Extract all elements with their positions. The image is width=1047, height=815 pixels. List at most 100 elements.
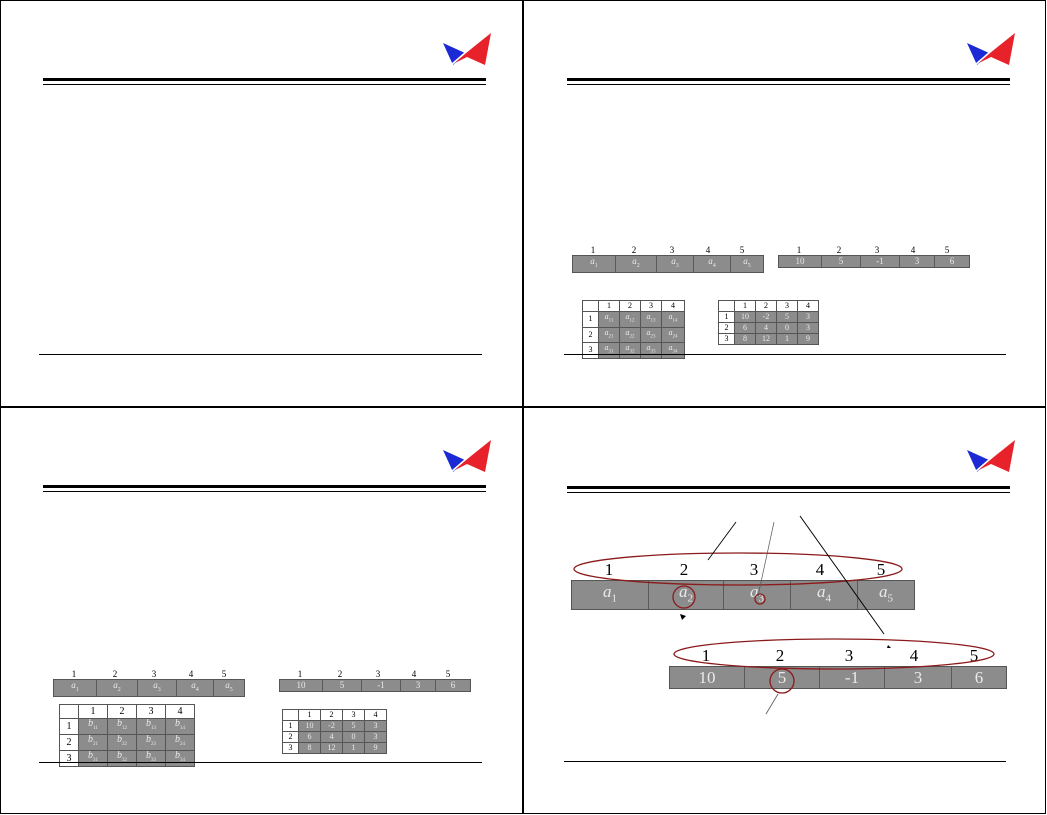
matrix-symbolic: 1 2 3 4 1 b11 b12 b13 b14 2 b21 b22 b23 … — [59, 704, 195, 767]
vector-index: 2 — [337, 669, 343, 679]
matrix-col-header: 3 — [136, 704, 166, 719]
matrix-cell: b11 — [78, 718, 108, 735]
vector-index: 2 — [836, 245, 842, 255]
matrix-col-header: 4 — [661, 300, 685, 312]
vector-cell: a4 — [176, 680, 213, 696]
vector-cell: 3 — [884, 667, 951, 688]
vector-cells: a1 a2 a3 a4 a5 — [571, 580, 915, 611]
matrix-cell: 1 — [342, 742, 365, 754]
vector-index: 3 — [375, 669, 381, 679]
logo-icon — [443, 440, 491, 473]
matrix-cell: 12 — [320, 742, 343, 754]
matrix-cell: a34 — [661, 342, 685, 359]
vector-cell: 10 — [779, 256, 821, 267]
footer-rule — [564, 761, 1006, 762]
matrix-cell: b13 — [136, 718, 166, 735]
vector-cells: a1 a2 a3 a4 a5 — [53, 679, 245, 697]
vector-index: 5 — [876, 560, 886, 579]
matrix-numeric: 1 2 3 4 1 10 -2 5 3 2 6 4 0 3 3 8 12 1 9 — [718, 300, 819, 345]
matrix-cell: a11 — [598, 311, 620, 328]
vector-cell: a2 — [96, 680, 137, 696]
matrix-cell: b31 — [78, 750, 108, 767]
vector-cell: a1 — [54, 680, 96, 696]
matrix-cell: -2 — [755, 311, 777, 323]
vector-indices: 1 2 3 4 5 — [571, 560, 915, 580]
matrix-cell: 10 — [298, 720, 321, 732]
vector-index: 4 — [910, 245, 916, 255]
matrix-cell: 1 — [776, 333, 798, 345]
matrix-cell: b24 — [165, 734, 195, 751]
vector-index: 1 — [297, 669, 303, 679]
vector-cell: a5 — [213, 680, 244, 696]
matrix-cell: 8 — [298, 742, 321, 754]
vector-cell: 3 — [899, 256, 934, 267]
matrix-col-header: 3 — [776, 300, 798, 312]
vector-index: 4 — [909, 646, 919, 665]
vector-indices: 1 2 3 4 5 — [669, 646, 1007, 666]
slide-3: 1 2 3 4 5 a1 a2 a3 a4 a5 1 2 3 4 5 10 5 … — [0, 407, 523, 814]
matrix-col-header: 2 — [619, 300, 641, 312]
header-rule — [43, 78, 486, 81]
vector-cells: 10 5 -1 3 6 — [669, 666, 1007, 689]
matrix-row-header: 3 — [582, 342, 599, 359]
vector-cell: a5 — [730, 256, 763, 272]
vector-index: 5 — [944, 245, 950, 255]
vector-cells: 10 5 -1 3 6 — [778, 255, 970, 268]
matrix-col-header: 3 — [640, 300, 662, 312]
matrix-cell: a12 — [619, 311, 641, 328]
vector-symbolic: 1 2 3 4 5 a1 a2 a3 a4 a5 — [572, 245, 764, 273]
header-rule-thin — [567, 84, 1010, 85]
vector-cell: 6 — [951, 667, 1006, 688]
matrix-cell: 0 — [342, 731, 365, 743]
vector-cell: 5 — [322, 680, 361, 691]
vector-cells: a1 a2 a3 a4 a5 — [572, 255, 764, 273]
pointer-line — [765, 693, 779, 715]
vector-cell: a2 — [648, 581, 723, 610]
matrix-cell: b22 — [107, 734, 137, 751]
vector-cell: 6 — [435, 680, 470, 691]
matrix-row-header: 2 — [718, 322, 735, 334]
header-rule — [567, 486, 1010, 489]
header-rule-thin — [43, 491, 486, 492]
vector-index: 5 — [445, 669, 451, 679]
matrix-row-header: 2 — [59, 734, 79, 751]
matrix-numeric: 1 2 3 4 1 10 -2 5 3 2 6 4 0 3 3 8 12 1 9 — [282, 709, 387, 754]
matrix-cell: b32 — [107, 750, 137, 767]
logo-icon — [967, 33, 1015, 66]
matrix-cell: b33 — [136, 750, 166, 767]
footer-rule — [39, 354, 482, 355]
matrix-row-header: 3 — [718, 333, 735, 345]
vector-cell: a1 — [573, 256, 615, 272]
matrix-cell: 4 — [755, 322, 777, 334]
matrix-cell: a31 — [598, 342, 620, 359]
matrix-cell: 5 — [776, 311, 798, 323]
vector-cell: a3 — [723, 581, 790, 610]
vector-index: 4 — [188, 669, 194, 679]
vector-indices: 1 2 3 4 5 — [279, 669, 471, 679]
matrix-row-header: 2 — [582, 326, 599, 344]
matrix-cell: 5 — [342, 720, 365, 732]
matrix-col-header: 4 — [797, 300, 819, 312]
vector-indices: 1 2 3 4 5 — [572, 245, 764, 255]
slide-2: 1 2 3 4 5 a1 a2 a3 a4 a5 1 2 3 4 5 10 5 … — [523, 0, 1046, 407]
vector-index: 1 — [590, 245, 596, 255]
matrix-row-header: 2 — [282, 731, 299, 743]
matrix-cell: a13 — [640, 311, 662, 328]
vector-numeric: 1 2 3 4 5 10 5 -1 3 6 — [669, 646, 1007, 689]
logo-icon — [443, 33, 491, 66]
header-rule — [567, 78, 1010, 81]
vector-index: 1 — [796, 245, 802, 255]
matrix-col-header: 1 — [734, 300, 756, 312]
vector-index: 1 — [71, 669, 77, 679]
vector-cell: -1 — [361, 680, 400, 691]
matrix-cell: b14 — [165, 718, 195, 735]
matrix-cell: -2 — [320, 720, 343, 732]
vector-index: 4 — [815, 560, 825, 579]
matrix-cell: a21 — [598, 326, 620, 344]
vector-index: 5 — [221, 669, 227, 679]
vector-cell: 5 — [744, 667, 819, 688]
matrix-cell: a22 — [619, 326, 641, 344]
matrix-cell: b12 — [107, 718, 137, 735]
footer-rule — [564, 354, 1006, 355]
matrix-cell: 3 — [364, 731, 387, 743]
